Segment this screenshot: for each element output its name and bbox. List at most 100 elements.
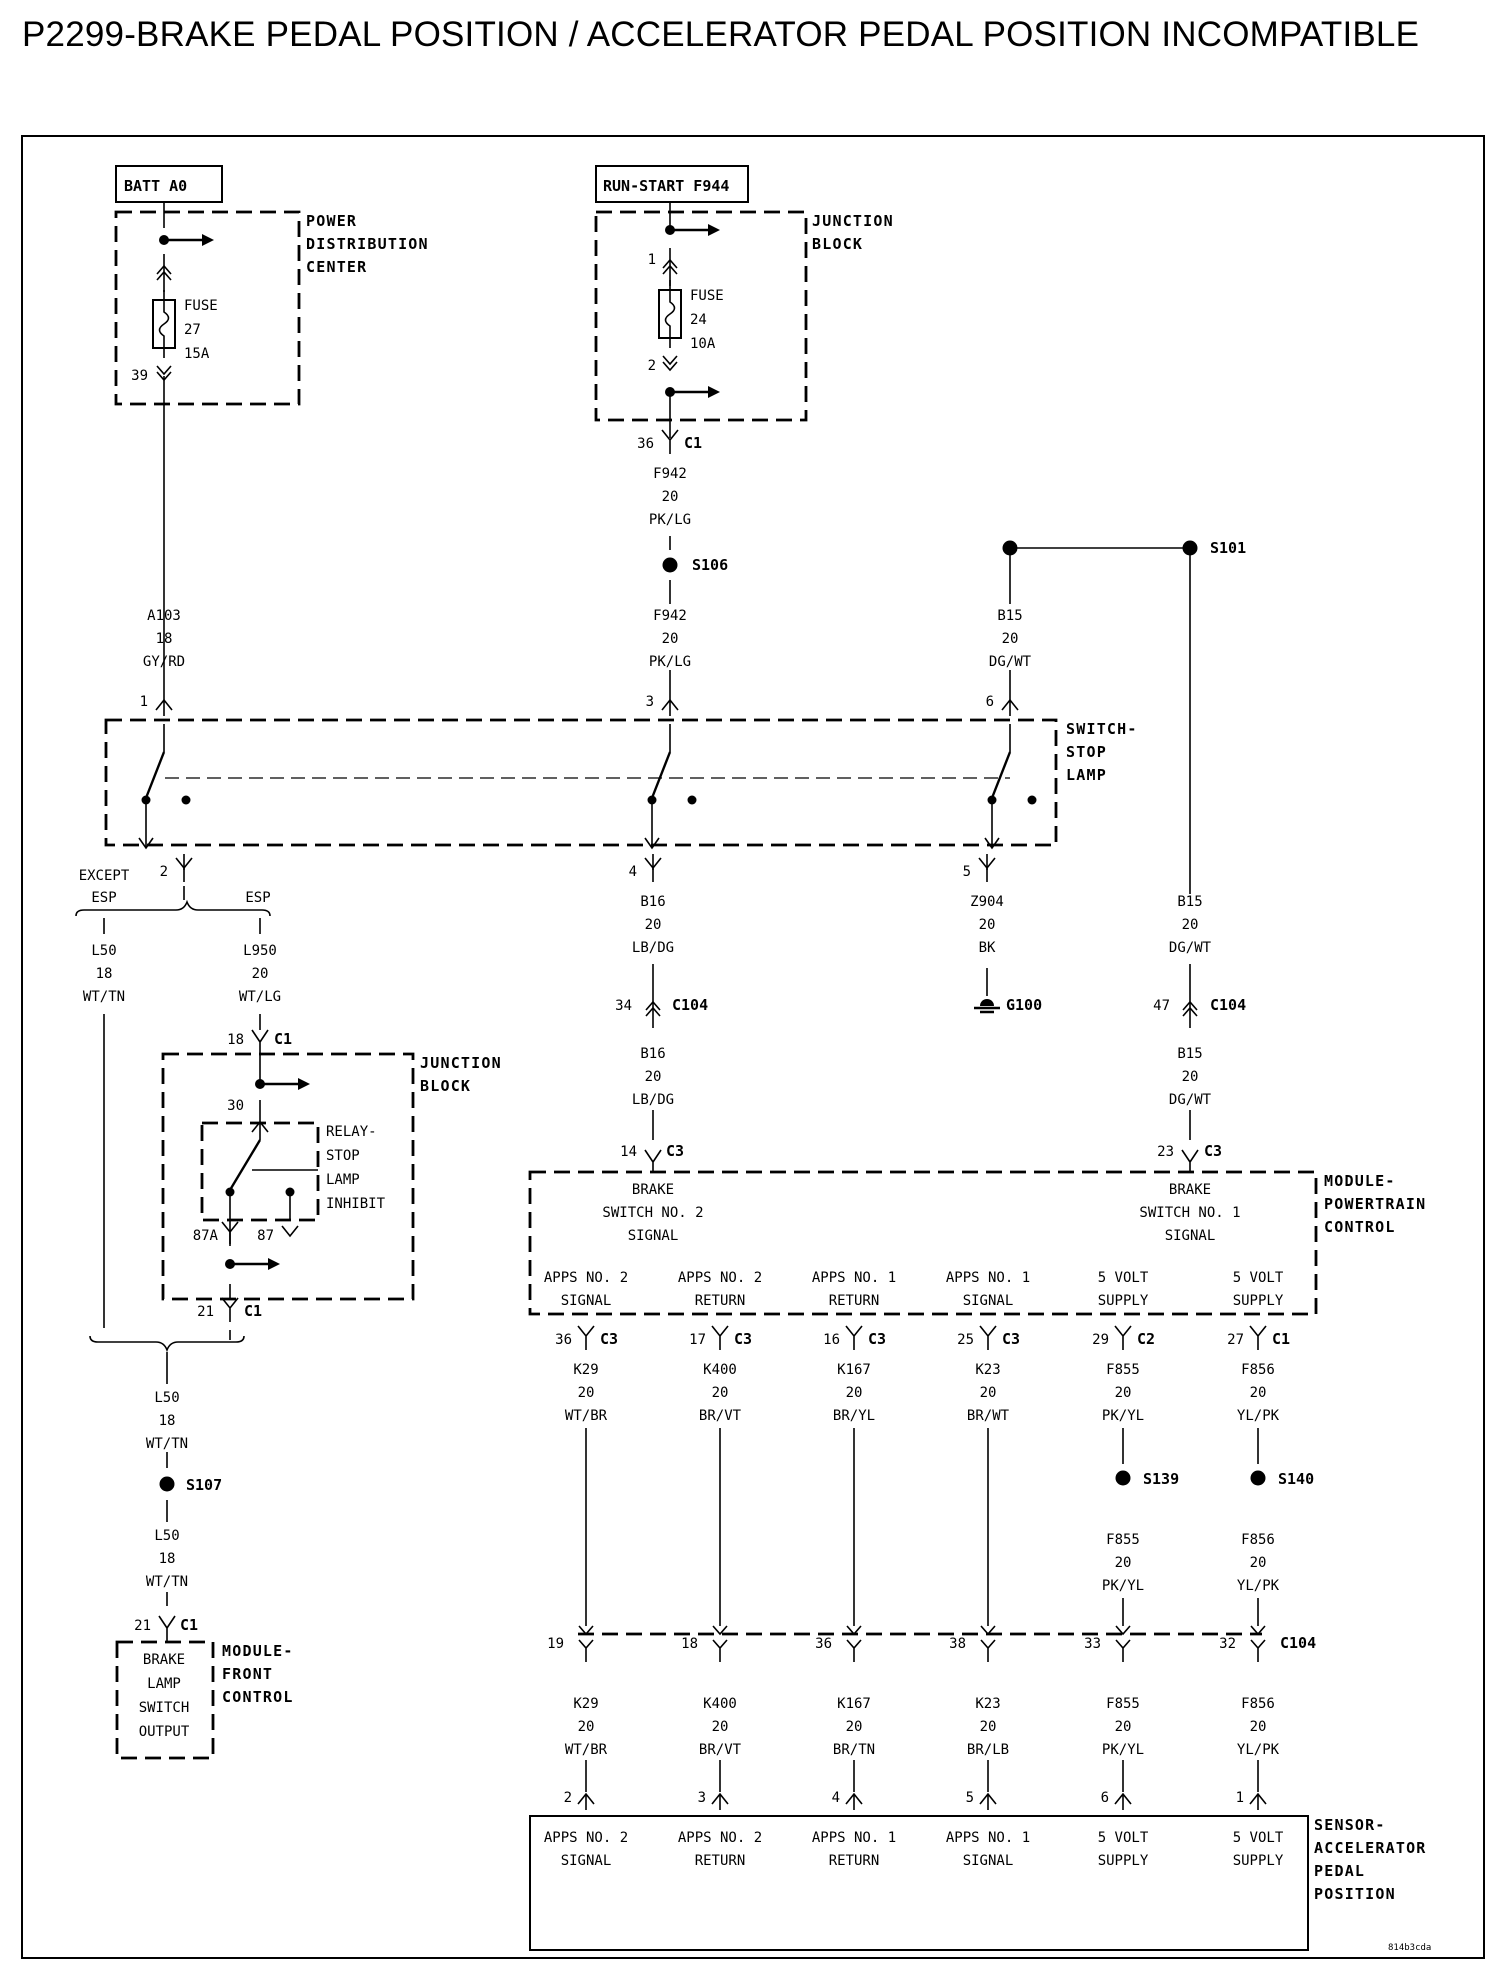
apps-col-2-pcm-pin: 17 (689, 1332, 706, 1348)
apps-col-3-pcm-terminal (845, 1325, 863, 1350)
wire-l950: 20 (252, 966, 269, 982)
apps-col-1-wire-top: K29 (573, 1362, 598, 1378)
apps-col-1-pcm-terminal (577, 1325, 595, 1350)
relay-stop-lamp-inhibit-label: STOP (326, 1148, 360, 1164)
wire-b15-b: 20 (1182, 917, 1199, 933)
apps-col-2-c104-pin: 18 (681, 1636, 698, 1652)
fcm-21-terminal (158, 1615, 176, 1642)
sw-pin-4-terminal (644, 857, 662, 882)
apps-col-3-sensor-terminal (845, 1792, 863, 1810)
relay-87a-terminal (221, 1221, 239, 1246)
jb-bus-arrow-bottom (708, 386, 720, 398)
wire-z904: BK (979, 940, 996, 956)
pcm-label: CONTROL (1324, 1218, 1396, 1236)
pcm-brake-switch-1-label: SWITCH NO. 1 (1139, 1205, 1240, 1221)
apps-col-3-pcm-pin: 16 (823, 1332, 840, 1348)
wire-f942-a: PK/LG (649, 512, 691, 528)
jb-pin-1: 1 (648, 252, 656, 268)
apps-col-4-wire-top: BR/WT (967, 1408, 1010, 1424)
fcm-label: FRONT (222, 1665, 273, 1683)
apps-col-2-sensor-terminal (711, 1792, 729, 1810)
apps-col-2-wire-bot: K400 (703, 1696, 737, 1712)
apps-col-6-wire-top: YL/PK (1237, 1408, 1280, 1424)
batt-a0-label: BATT A0 (124, 177, 187, 195)
c3-pin-14: 14 (620, 1144, 637, 1160)
apps-col-5-sensor-pin: 6 (1101, 1790, 1109, 1806)
apps-col-4-pcm-terminal (979, 1325, 997, 1350)
pdc-label: POWER (306, 212, 357, 230)
relay-87-terminal (281, 1225, 299, 1238)
fcm-conn-label: C1 (180, 1616, 198, 1634)
pdc-label: CENTER (306, 258, 367, 276)
fuse-24-label: 24 (690, 312, 707, 328)
apps-col-1-wire-top: 20 (578, 1385, 595, 1401)
wire-b15-a: 20 (1002, 631, 1019, 647)
apps-col-6-wire-bot: F856 (1241, 1696, 1275, 1712)
pdc-bus-arrow (202, 234, 214, 246)
jb-top-label: JUNCTION (812, 212, 894, 230)
jb-pin-2: 2 (648, 358, 656, 374)
relay-pin-87: 87 (257, 1228, 274, 1244)
wire-f942-b: F942 (653, 608, 687, 624)
wire-l50-c: L50 (154, 1528, 179, 1544)
apps-col-1-wire-top: WT/BR (565, 1408, 608, 1424)
apps-col-6-sensor-pin: 1 (1236, 1790, 1244, 1806)
wire-b15-a: B15 (997, 608, 1022, 624)
sw-pin-1-terminal (155, 698, 173, 716)
switch-pole-2 (687, 795, 697, 805)
wire-b15-b: B15 (1177, 894, 1202, 910)
apps-col-5-c104-pin: 33 (1084, 1636, 1101, 1652)
jb-left-box (161, 1052, 415, 1301)
apps-col-2-wire-top: 20 (712, 1385, 729, 1401)
switch-stop-lamp-label: SWITCH- (1066, 720, 1138, 738)
apps-col-2-wire-top: K400 (703, 1362, 737, 1378)
wire-b16-b: 20 (645, 1069, 662, 1085)
apps-col-6-wire-mid: 20 (1250, 1555, 1267, 1571)
apps-col-6-wire-top: F856 (1241, 1362, 1275, 1378)
apps-col-1-c104-connector (578, 1625, 594, 1662)
apps-col-1-sensor-terminal (577, 1792, 595, 1810)
wire-l50-c: WT/TN (146, 1574, 188, 1590)
apps-col-4-wire-bot: K23 (975, 1696, 1000, 1712)
apps-col-4-wire-bot: BR/LB (967, 1742, 1009, 1758)
apps-col-6-c104-pin: 32 (1219, 1636, 1236, 1652)
sw-pin-4: 4 (629, 864, 637, 880)
apps-col-5-wire-mid: 20 (1115, 1555, 1132, 1571)
fuse-27-label: 15A (184, 346, 210, 362)
wire-z904: 20 (979, 917, 996, 933)
wire-b15-a: DG/WT (989, 654, 1032, 670)
apps-col-6-c104-connector (1250, 1625, 1266, 1662)
wire-b15-c: DG/WT (1169, 1092, 1212, 1108)
wire-a103: A103 (147, 608, 181, 624)
apps-col-4-wire-top: 20 (980, 1385, 997, 1401)
switch-stop-lamp-label: LAMP (1066, 766, 1107, 784)
apps-col-3-sensor-label: RETURN (829, 1853, 880, 1869)
fuse-24-label: FUSE (690, 288, 724, 304)
fcm-label: MODULE- (222, 1642, 294, 1660)
apps-col-6-pcm-label: 5 VOLT (1233, 1270, 1284, 1286)
apps-col-3-c104-pin: 36 (815, 1636, 832, 1652)
wire-l50-b: WT/TN (146, 1436, 188, 1452)
apps-col-6-splice-dot (1250, 1470, 1266, 1486)
pcm-brake-switch-2-label: SIGNAL (628, 1228, 679, 1244)
switch-pole-3 (1027, 795, 1037, 805)
pcm-brake-switch-1-label: SIGNAL (1165, 1228, 1216, 1244)
c1-36-terminal (661, 429, 679, 454)
apps-col-3-pcm-label: RETURN (829, 1293, 880, 1309)
apps-col-5-pcm-pin: 29 (1092, 1332, 1109, 1348)
apps-col-1-wire-bot: 20 (578, 1719, 595, 1735)
relay-stop-lamp-inhibit-label: INHIBIT (326, 1196, 386, 1212)
apps-col-5-sensor-label: SUPPLY (1098, 1853, 1149, 1869)
apps-col-5-wire-bot: F855 (1106, 1696, 1140, 1712)
fuse-27-label: 27 (184, 322, 201, 338)
pcm-box (528, 1170, 1318, 1316)
fcm-brake-lamp-switch-output-label: BRAKE (143, 1652, 185, 1668)
apps-col-6-wire-bot: 20 (1250, 1719, 1267, 1735)
sw-pin-5-terminal (978, 857, 996, 882)
diagram-frame (21, 135, 1485, 1959)
wire-b16-b: B16 (640, 1046, 665, 1062)
c1-18-terminal (251, 1029, 269, 1056)
apps-col-2-sensor-label: APPS NO. 2 (678, 1830, 762, 1846)
fcm-box (115, 1640, 215, 1760)
